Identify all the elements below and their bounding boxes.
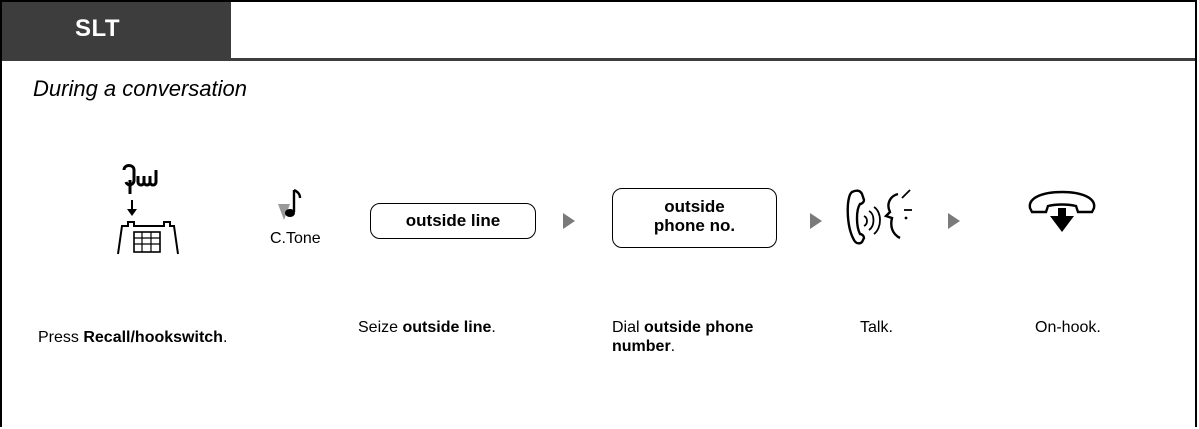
handset-down-icon <box>1028 190 1096 232</box>
header-rule <box>2 58 1195 61</box>
outside-phone-number-line1: outside <box>664 197 725 216</box>
triangle-right-icon <box>948 213 960 229</box>
seize-caption-suffix: . <box>491 319 496 336</box>
outside-phone-number-button[interactable]: outside phone no. <box>612 188 777 248</box>
dial-caption-suffix: . <box>670 338 676 355</box>
seize-caption: Seize outside line. <box>358 318 496 337</box>
dial-caption-prefix: Dial <box>612 319 645 336</box>
talk-caption: Talk. <box>860 319 893 336</box>
triangle-right-icon <box>810 213 822 229</box>
header-tab-label: SLT <box>74 15 121 42</box>
outside-phone-number-line2: phone no. <box>653 216 736 235</box>
handset-talking-icon <box>846 189 912 245</box>
recall-caption-bold: Recall/hookswitch <box>83 329 223 346</box>
outside-line-button[interactable]: outside line <box>370 203 536 239</box>
musical-note-icon <box>278 188 302 220</box>
dial-caption-bold: outside phone number <box>612 319 754 355</box>
recall-caption: Press Recall/hookswitch. <box>38 328 227 347</box>
recall-caption-suffix: . <box>222 329 228 346</box>
onhook-caption: On-hook. <box>1035 319 1101 336</box>
procedure-subtitle: During a conversation <box>33 76 248 101</box>
dial-caption: Dial outside phone number. <box>612 318 812 356</box>
hand-pressing-hookswitch-icon <box>117 164 179 255</box>
header-tab: SLT <box>2 2 231 58</box>
seize-caption-bold: outside line <box>402 319 492 336</box>
tone-label: C.Tone <box>270 230 321 247</box>
triangle-right-icon <box>563 213 575 229</box>
seize-caption-prefix: Seize <box>358 319 403 336</box>
recall-caption-prefix: Press <box>38 329 84 346</box>
